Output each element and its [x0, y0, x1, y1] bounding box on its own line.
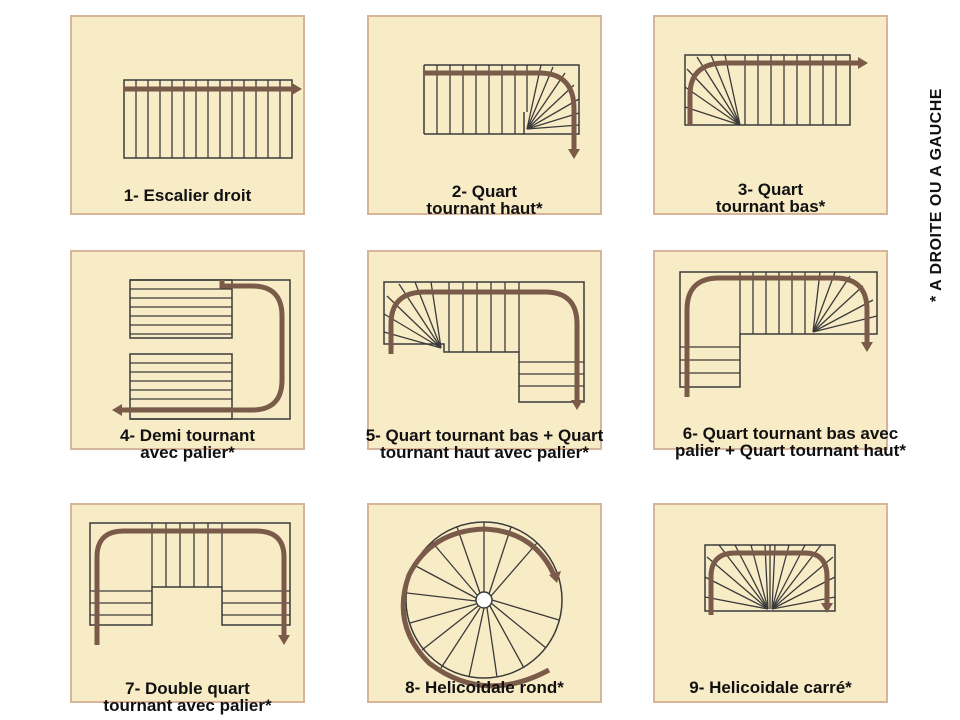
diagram-panel-8: 8- Helicoidale rond*	[367, 503, 602, 703]
double-quarter-turn-landing-drawing	[383, 281, 585, 410]
diagram-label-9: 9- Helicoidale carré*	[689, 678, 852, 697]
spiral-round-drawing	[400, 521, 563, 689]
quarter-turn-high-drawing	[423, 64, 580, 159]
double-quarter-turn-drawing	[89, 522, 291, 645]
half-turn-landing-drawing	[112, 279, 291, 420]
spiral-square-drawing	[704, 544, 836, 615]
diagram-label-1: 1- Escalier droit	[123, 186, 252, 205]
diagram-panel-9: 9- Helicoidale carré*	[653, 503, 888, 703]
diagram-label-8: 8- Helicoidale rond*	[405, 678, 564, 697]
straight-stair-drawing	[123, 79, 302, 159]
diagram-panel-1: 1- Escalier droit	[70, 15, 305, 215]
side-note: * A DROITE OU A GAUCHE	[928, 88, 945, 302]
quarter-turn-landing-quarter-turn-drawing	[679, 271, 878, 397]
quarter-turn-low-drawing	[684, 54, 868, 126]
